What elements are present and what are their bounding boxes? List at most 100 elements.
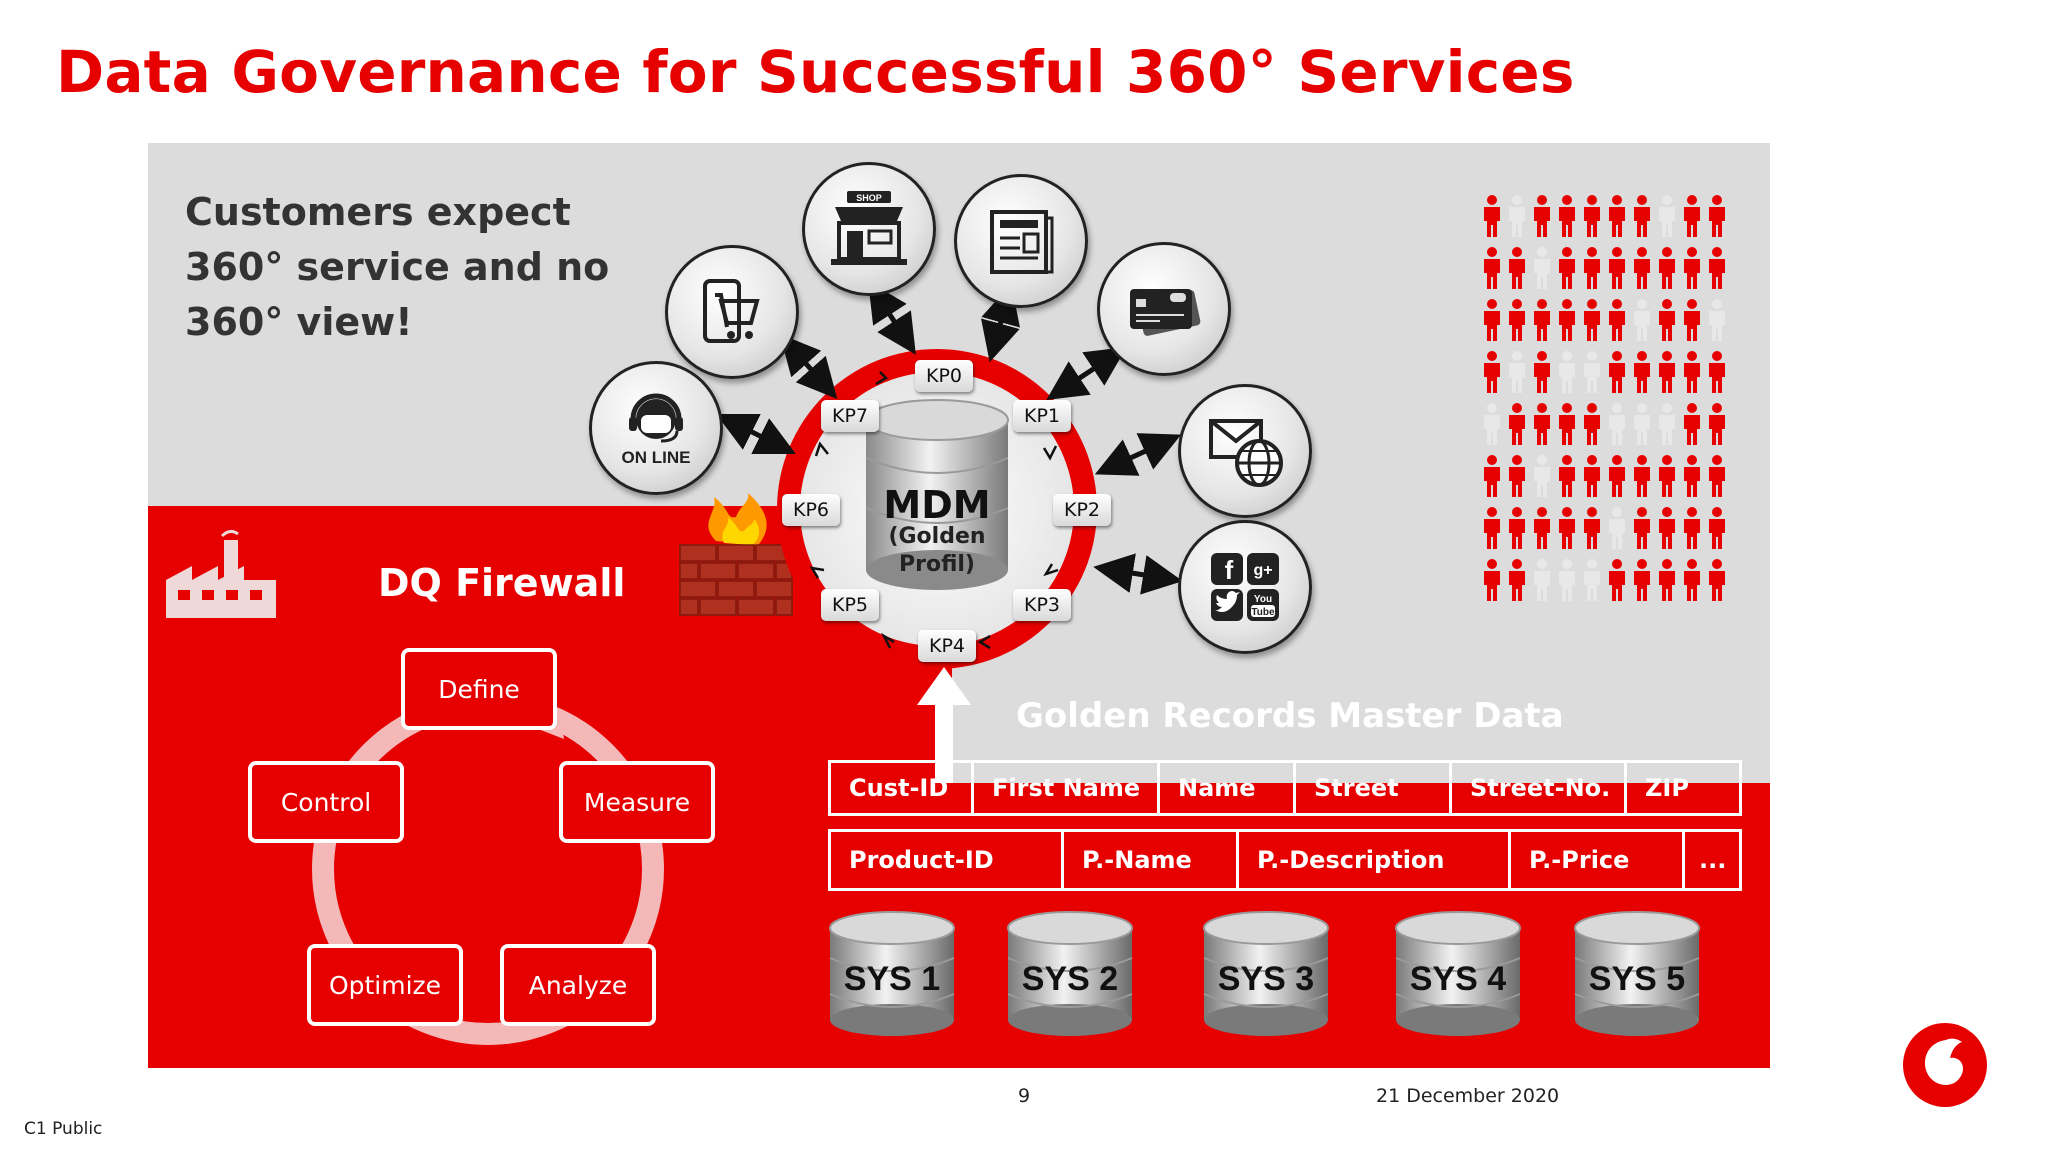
person-icon	[1659, 247, 1675, 289]
person-icon	[1609, 455, 1625, 497]
person-icon	[1584, 299, 1600, 341]
credit-card-icon-circle[interactable]	[1097, 242, 1231, 376]
youtube-tube: Tube	[1251, 607, 1275, 618]
person-icon	[1534, 455, 1550, 497]
mdm-subtitle-1: (Golden	[888, 524, 986, 549]
person-icon	[1609, 559, 1625, 601]
customer-people-grid	[1484, 195, 1725, 601]
person-icon	[1684, 247, 1700, 289]
system-database-2[interactable]: SYS 2	[1006, 910, 1134, 1038]
person-icon	[1634, 299, 1650, 341]
social-media-icon: f g+ You Tube	[1211, 553, 1279, 621]
social-media-icon-circle[interactable]: f g+ You Tube	[1178, 520, 1312, 654]
field-p-price: P.-Price	[1511, 832, 1685, 888]
cycle-analyze[interactable]: Analyze	[500, 944, 656, 1026]
person-icon	[1609, 351, 1625, 393]
cycle-optimize[interactable]: Optimize	[307, 944, 463, 1026]
database-icon	[1574, 911, 1700, 1036]
person-icon	[1709, 351, 1725, 393]
person-icon	[1509, 351, 1525, 393]
shop-icon-circle[interactable]: SHOP	[802, 162, 936, 296]
touchpoint-kp0[interactable]: KP0	[915, 360, 973, 392]
person-icon	[1659, 403, 1675, 445]
online-support-icon[interactable]: ON LINE	[589, 361, 723, 495]
firewall-icon	[679, 493, 793, 616]
field-p-name: P.-Name	[1064, 832, 1239, 888]
person-icon	[1684, 559, 1700, 601]
person-icon	[1534, 299, 1550, 341]
person-icon	[1634, 247, 1650, 289]
system-database-4[interactable]: SYS 4	[1394, 910, 1522, 1038]
newspaper-icon-circle[interactable]	[954, 174, 1088, 308]
person-icon	[1659, 351, 1675, 393]
touchpoint-kp2[interactable]: KP2	[1053, 494, 1111, 526]
person-icon	[1509, 559, 1525, 601]
field-first-name: First Name	[974, 763, 1160, 813]
person-icon	[1659, 507, 1675, 549]
field-zip: ZIP	[1645, 774, 1689, 802]
system-label: SYS 5	[1588, 960, 1686, 998]
person-icon	[1709, 559, 1725, 601]
customer-fields-row: Cust-ID First Name Name Street Street-No…	[828, 760, 1742, 816]
field-street: Street	[1296, 763, 1452, 813]
touchpoint-kp4[interactable]: KP4	[918, 630, 976, 662]
person-icon	[1509, 403, 1525, 445]
product-fields-row: Product-ID P.-Name P.-Description P.-Pri…	[828, 829, 1742, 891]
person-icon	[1484, 195, 1500, 237]
person-icon	[1609, 507, 1625, 549]
page-number: 9	[1018, 1085, 1031, 1107]
person-icon	[1559, 559, 1575, 601]
touchpoint-kp3[interactable]: KP3	[1013, 589, 1071, 621]
person-icon	[1559, 247, 1575, 289]
slide-title: Data Governance for Successful 360° Serv…	[56, 38, 1575, 106]
person-icon	[1684, 507, 1700, 549]
mobile-shopping-icon[interactable]	[665, 245, 799, 379]
system-database-5[interactable]: SYS 5	[1573, 910, 1701, 1038]
cycle-define[interactable]: Define	[401, 648, 557, 730]
person-icon	[1709, 403, 1725, 445]
system-label: SYS 3	[1217, 960, 1315, 998]
dq-firewall-title: DQ Firewall	[378, 561, 626, 605]
system-database-3[interactable]: SYS 3	[1202, 910, 1330, 1038]
shop-icon: SHOP	[831, 191, 907, 265]
field-product-id: Product-ID	[831, 832, 1064, 888]
person-icon	[1634, 559, 1650, 601]
channel-arrows	[716, 281, 1183, 595]
person-icon	[1484, 507, 1500, 549]
database-icon	[1203, 911, 1329, 1036]
person-icon	[1659, 455, 1675, 497]
field-name: Name	[1160, 763, 1296, 813]
database-icon	[1007, 911, 1133, 1036]
touchpoint-kp5[interactable]: KP5	[821, 589, 879, 621]
person-icon	[1709, 195, 1725, 237]
person-icon	[1634, 507, 1650, 549]
person-icon	[1484, 559, 1500, 601]
field-cust-id: Cust-ID	[831, 763, 974, 813]
up-arrow	[917, 667, 971, 783]
person-icon	[1584, 195, 1600, 237]
email-web-icon-circle[interactable]	[1178, 384, 1312, 518]
system-label: SYS 2	[1021, 960, 1119, 998]
person-icon	[1484, 299, 1500, 341]
touchpoint-kp6[interactable]: KP6	[782, 494, 840, 526]
person-icon	[1634, 403, 1650, 445]
slide-date: 21 December 2020	[1376, 1085, 1560, 1107]
cycle-measure[interactable]: Measure	[559, 761, 715, 843]
cycle-control[interactable]: Control	[248, 761, 404, 843]
system-label: SYS 4	[1409, 960, 1507, 998]
person-icon	[1584, 351, 1600, 393]
database-icon	[1395, 911, 1521, 1036]
system-database-1[interactable]: SYS 1	[828, 910, 956, 1038]
credit-card-icon	[1130, 289, 1201, 336]
person-icon	[1509, 507, 1525, 549]
touchpoint-kp7[interactable]: KP7	[821, 400, 879, 432]
person-icon	[1684, 299, 1700, 341]
person-icon	[1584, 247, 1600, 289]
classification-label: C1 Public	[24, 1119, 103, 1139]
person-icon	[1559, 507, 1575, 549]
database-icon	[829, 911, 955, 1036]
person-icon	[1709, 507, 1725, 549]
person-icon	[1584, 455, 1600, 497]
touchpoint-kp1[interactable]: KP1	[1013, 400, 1071, 432]
person-icon	[1484, 351, 1500, 393]
